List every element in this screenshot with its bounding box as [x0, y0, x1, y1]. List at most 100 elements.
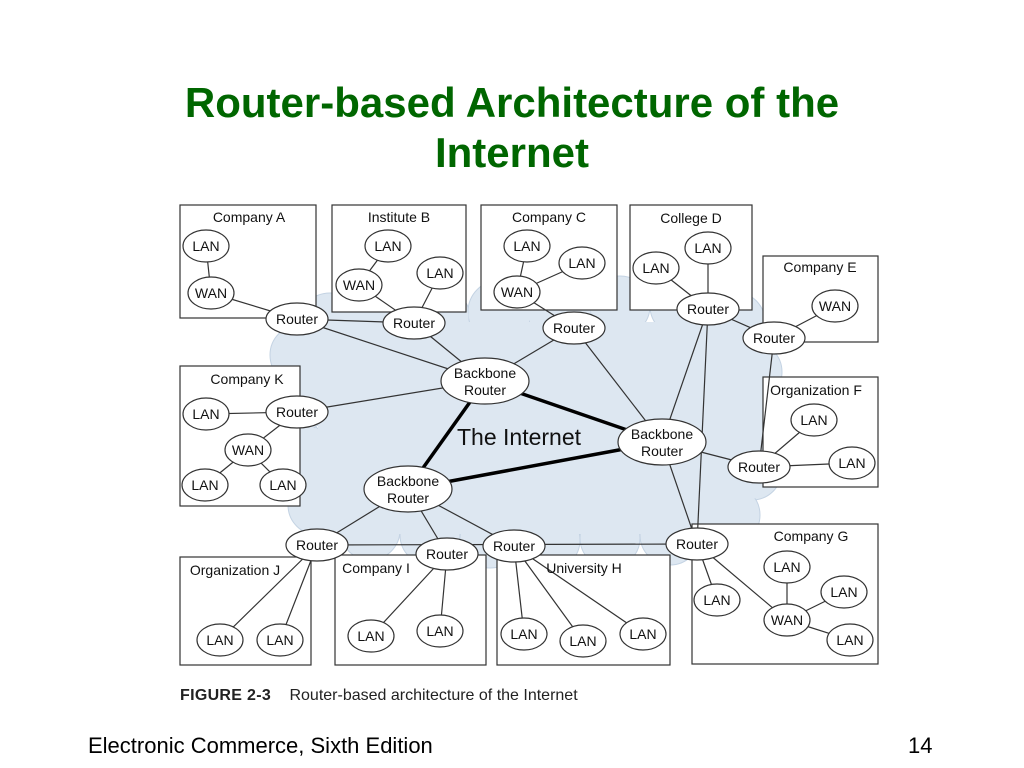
- lan-label: LAN: [703, 592, 730, 608]
- figure-caption: FIGURE 2-3 Router-based architecture of …: [180, 687, 578, 705]
- org-label-college-d: College D: [660, 210, 721, 226]
- router-label: Router: [493, 538, 535, 554]
- lan-node: [196, 623, 244, 657]
- router-node: [265, 302, 329, 336]
- router-label: Router: [553, 320, 595, 336]
- org-label-institute-b: Institute B: [368, 209, 430, 225]
- org-label-company-g: Company G: [774, 528, 849, 544]
- lan-label: LAN: [568, 255, 595, 271]
- org-label-university-h: University H: [546, 560, 621, 576]
- wan-node: [763, 603, 811, 637]
- diagram-labels: Company A Institute B Company C College D Co…: [190, 209, 862, 578]
- backbone-label-line2: Router: [464, 382, 506, 398]
- lan-node: [790, 403, 838, 437]
- lan-label: LAN: [269, 477, 296, 493]
- router-node: [265, 395, 329, 429]
- lan-node: [347, 619, 395, 653]
- lan-label: LAN: [191, 477, 218, 493]
- lan-node: [181, 468, 229, 502]
- org-label-company-a: Company A: [213, 209, 286, 225]
- lan-node: [364, 229, 412, 263]
- wan-node: [224, 433, 272, 467]
- router-label: Router: [687, 301, 729, 317]
- wan-node: [811, 289, 859, 323]
- slide-footer: Electronic Commerce, Sixth Edition: [88, 733, 433, 758]
- slide-title: Router-based Architecture of the Interne…: [0, 78, 1024, 178]
- lan-label: LAN: [629, 626, 656, 642]
- lan-node: [559, 624, 607, 658]
- lan-node: [632, 251, 680, 285]
- backbone-label-line1: Backbone: [454, 365, 516, 381]
- link-r_j-j_lan1: [219, 544, 318, 641]
- lan-label: LAN: [838, 455, 865, 471]
- org-label-company-i: Company I: [342, 560, 410, 576]
- lan-node: [182, 397, 230, 431]
- lan-node: [182, 229, 230, 263]
- lan-label: LAN: [773, 559, 800, 575]
- lan-label: LAN: [374, 238, 401, 254]
- lan-label: LAN: [569, 633, 596, 649]
- router-node: [415, 537, 479, 571]
- lan-label: LAN: [510, 626, 537, 642]
- wan-label: WAN: [343, 277, 375, 293]
- org-label-organization-f: Organization F: [770, 382, 862, 398]
- backbone-node: [617, 418, 707, 466]
- page-number: 14: [908, 733, 933, 758]
- lan-node: [619, 617, 667, 651]
- backbone-node: [440, 357, 530, 405]
- lan-node: [500, 617, 548, 651]
- lan-label: LAN: [426, 623, 453, 639]
- lan-node: [503, 229, 551, 263]
- router-label: Router: [753, 330, 795, 346]
- wan-node: [493, 275, 541, 309]
- backbone-link-bb2-bb3: [407, 440, 663, 491]
- wan-label: WAN: [195, 285, 227, 301]
- wan-node: [335, 268, 383, 302]
- lan-label: LAN: [266, 632, 293, 648]
- lan-node: [763, 550, 811, 584]
- router-label: Router: [676, 536, 718, 552]
- router-label: Router: [738, 459, 780, 475]
- backbone-label-line2: Router: [641, 443, 683, 459]
- link-r_h-h_lan2: [513, 545, 584, 642]
- org-label-company-e: Company E: [783, 259, 856, 275]
- router-node: [542, 311, 606, 345]
- wan-label: WAN: [771, 612, 803, 628]
- figure-caption-text: Router-based architecture of the Interne…: [289, 687, 578, 704]
- lan-label: LAN: [206, 632, 233, 648]
- backbone-node: [363, 465, 453, 513]
- router-node: [285, 528, 349, 562]
- lan-label: LAN: [830, 584, 857, 600]
- backbone-label-line1: Backbone: [631, 426, 693, 442]
- router-node: [382, 306, 446, 340]
- network-nodes: LANWANRouterLANWANLANRouterLANLANWANRout…: [181, 229, 876, 658]
- backbone-label-line1: Backbone: [377, 473, 439, 489]
- lan-label: LAN: [426, 265, 453, 281]
- router-node: [665, 527, 729, 561]
- router-label: Router: [426, 546, 468, 562]
- lan-node: [828, 446, 876, 480]
- wan-label: WAN: [501, 284, 533, 300]
- wan-label: WAN: [819, 298, 851, 314]
- lan-node: [684, 231, 732, 265]
- lan-label: LAN: [642, 260, 669, 276]
- org-label-company-c: Company C: [512, 209, 586, 225]
- router-node: [482, 529, 546, 563]
- wan-label: WAN: [232, 442, 264, 458]
- figure-number: FIGURE 2-3: [180, 687, 272, 704]
- lan-label: LAN: [513, 238, 540, 254]
- router-label: Router: [296, 537, 338, 553]
- lan-label: LAN: [694, 240, 721, 256]
- router-node: [676, 292, 740, 326]
- lan-node: [820, 575, 868, 609]
- lan-label: LAN: [836, 632, 863, 648]
- link-r_e-r_f: [758, 337, 775, 468]
- cloud-label: The Internet: [457, 424, 582, 450]
- lan-node: [416, 256, 464, 290]
- lan-label: LAN: [192, 238, 219, 254]
- lan-node: [416, 614, 464, 648]
- slide-title-line-1: Router-based Architecture of the: [184, 79, 840, 126]
- lan-node: [826, 623, 874, 657]
- router-node: [742, 321, 806, 355]
